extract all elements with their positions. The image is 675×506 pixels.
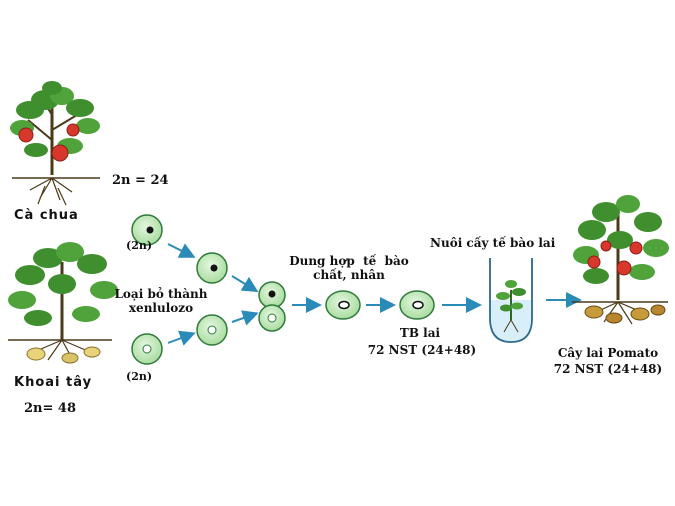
- culture-label: Nuôi cấy tế bào lai: [430, 236, 556, 250]
- arrow-3: [167, 330, 196, 346]
- hybrid-cell-name: TB lai: [399, 326, 441, 340]
- tomato-plant: [10, 81, 100, 206]
- fusion-label: Dung hợp tế bào chất, nhân: [289, 254, 413, 282]
- arrow-4: [231, 310, 259, 326]
- potato-cell: [131, 333, 163, 365]
- culture-tube: [489, 258, 533, 343]
- tomato-cell: [131, 214, 163, 246]
- potato-protoplast: [196, 314, 228, 346]
- hybrid-plant-name: Cây lai Pomato: [557, 346, 659, 360]
- fusing-cells: [258, 281, 286, 332]
- fused-cell: [325, 290, 361, 320]
- pomato-plant: [572, 195, 669, 325]
- arrow-2: [231, 275, 259, 293]
- tomato-protoplast: [196, 252, 228, 284]
- potato-ploidy-label: (2n): [126, 370, 153, 383]
- arrow-1: [167, 243, 196, 258]
- remove-wall-label: Loại bỏ thành xenlulozo: [114, 287, 208, 315]
- hybrid-cell: [399, 290, 435, 320]
- tomato-chromosome-label: 2n = 24: [112, 173, 169, 188]
- hybrid-cell-chromosomes: 72 NST (24+48): [367, 343, 477, 357]
- potato-name-label: Khoai tây: [14, 375, 93, 390]
- potato-chromosome-label: 2n= 48: [24, 401, 77, 416]
- tomato-ploidy-label: (2n): [126, 239, 153, 252]
- hybrid-plant-chromosomes: 72 NST (24+48): [553, 362, 663, 376]
- potato-plant: [8, 242, 118, 364]
- tomato-name-label: Cà chua: [14, 208, 79, 223]
